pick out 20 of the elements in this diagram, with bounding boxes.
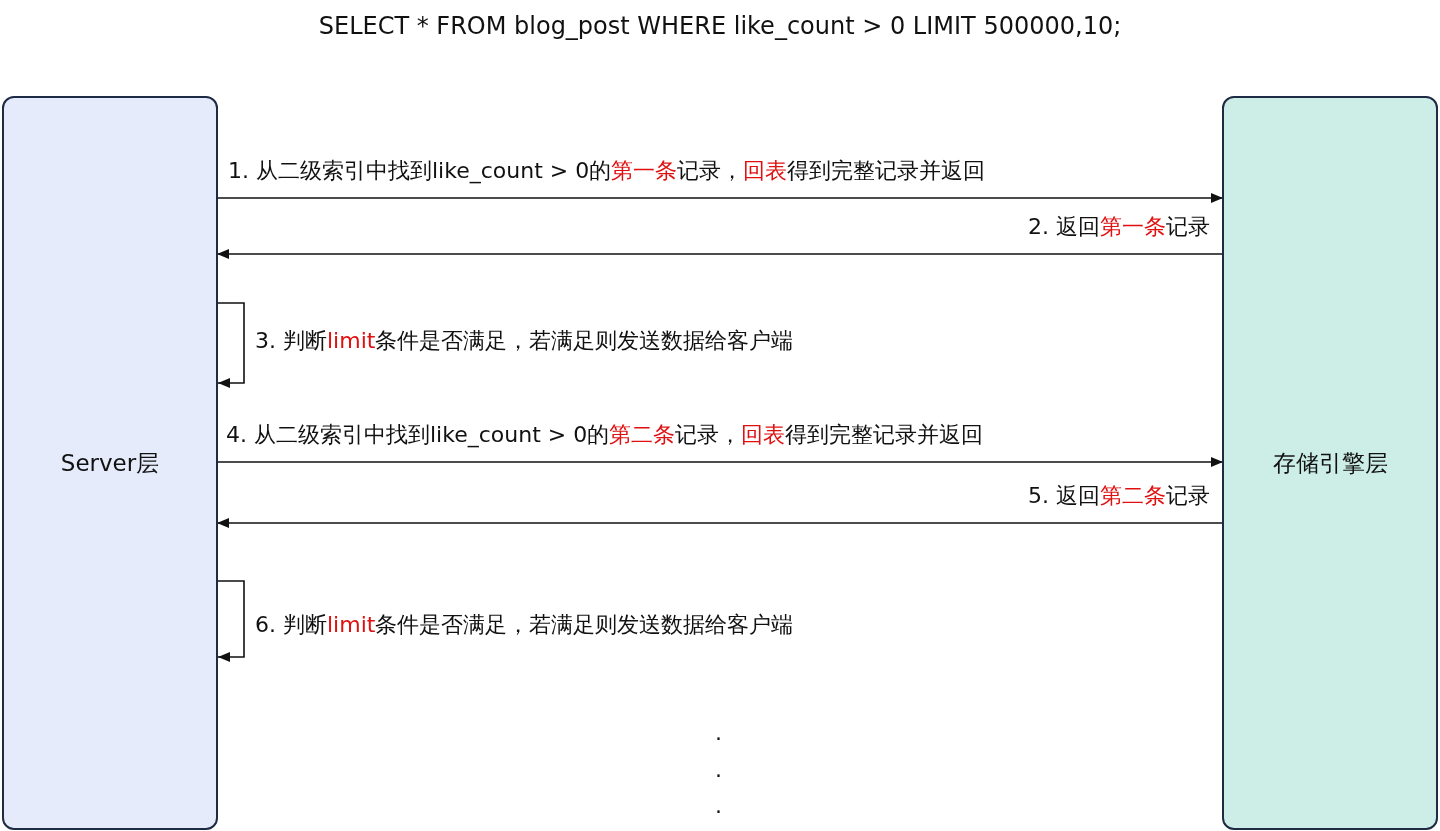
arrow xyxy=(216,580,245,662)
title: SELECT * FROM blog_post WHERE like_count > 0 LIMIT 500000,10; xyxy=(317,12,1123,40)
edge-label: 6. 判断limit条件是否满足，若满足则发送数据给客户端 xyxy=(255,612,794,638)
arrow xyxy=(216,249,1224,259)
edge-label: 3. 判断limit条件是否满足，若满足则发送数据给客户端 xyxy=(255,328,794,354)
ellipsis-dot: . xyxy=(715,757,722,783)
ellipsis-dot: . xyxy=(715,720,722,746)
layer-box xyxy=(2,96,218,830)
layer-label: Server层 xyxy=(60,448,160,478)
layer-box xyxy=(1222,96,1438,830)
arrow xyxy=(216,302,245,388)
edge-label: 5. 返回第二条记录 xyxy=(1028,483,1210,509)
arrow xyxy=(216,518,1224,528)
layer-label: 存储引擎层 xyxy=(1272,448,1388,478)
edge-label: 4. 从二级索引中找到like_count > 0的第二条记录，回表得到完整记录并返回 xyxy=(226,422,984,448)
arrow xyxy=(216,457,1224,467)
arrow xyxy=(216,193,1224,203)
ellipsis-dot: . xyxy=(715,793,722,819)
edge-label: 1. 从二级索引中找到like_count > 0的第一条记录，回表得到完整记录并返回 xyxy=(228,158,986,184)
edge-label: 2. 返回第一条记录 xyxy=(1028,214,1210,240)
